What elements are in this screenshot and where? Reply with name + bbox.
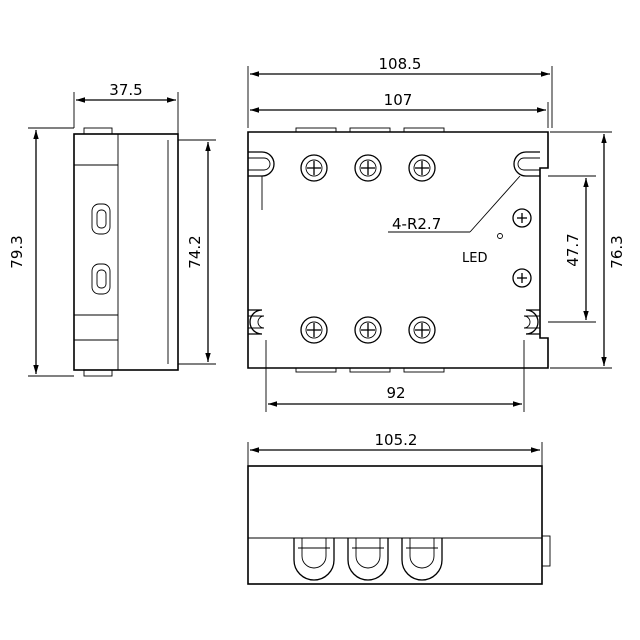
dim-overall-height: 76.3 [608,235,626,268]
mount-slot-top-left [248,151,275,210]
dim-led-spacing: 47.7 [564,233,582,266]
mount-slot-bottom-right [523,309,540,335]
mount-slot-top-right [513,151,540,177]
control-terminal-upper [512,208,532,228]
screw-terminal-top-1 [300,154,328,182]
screw-terminal-top-3 [408,154,436,182]
dim-overall-width: 108.5 [379,55,422,73]
dim-side-height-outer: 79.3 [8,235,26,268]
hole-radius-label: 4-R2.7 [392,215,441,233]
led-label: LED [462,251,487,266]
bottom-terminal-1 [293,538,335,581]
screw-terminal-bottom-1 [300,316,328,344]
mount-slot-bottom-left [248,309,265,335]
dim-side-height-inner: 74.2 [186,235,204,268]
dim-side-width: 37.5 [109,81,142,99]
side-view: 37.5 79.3 74.2 [8,81,216,377]
screw-terminal-bottom-3 [408,316,436,344]
dim-mount-spacing: 92 [386,384,405,402]
led-indicator-icon [497,233,503,239]
control-terminal-lower [512,268,532,288]
screw-terminal-top-2 [354,154,382,182]
front-view: LED 4-R2.7 108.5 107 92 76.3 47.7 [247,55,626,412]
dim-body-width: 107 [384,91,413,109]
side-terminal-upper [91,203,111,235]
bottom-terminal-3 [401,538,443,581]
bottom-terminal-2 [347,538,389,581]
dim-bottom-width: 105.2 [375,431,418,449]
side-terminal-lower [91,263,111,295]
screw-terminal-bottom-2 [354,316,382,344]
bottom-view: 105.2 [247,431,551,585]
